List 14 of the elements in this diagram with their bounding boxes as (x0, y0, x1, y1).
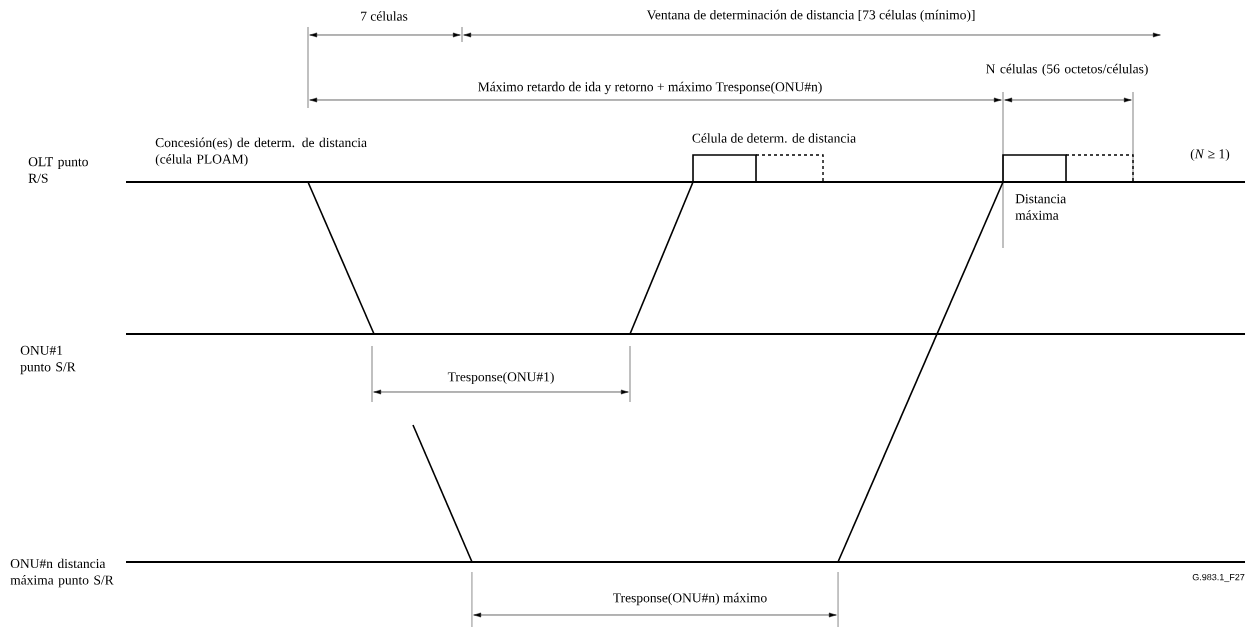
timeline-label: OLT punto R/S (28, 157, 88, 183)
signal-label: Célula de determ. de distancia (692, 133, 856, 143)
dimension-label: Tresponse(ONU#n) máximo (613, 592, 767, 606)
dimension-label: Ventana de determinación de distancia [73 células (mínimo)] (646, 9, 975, 23)
dimension-label: N células (56 octetos/células) (986, 63, 1148, 77)
condition-note: (N ≥ 1) (1190, 148, 1230, 162)
timeline-label: ONU#1 punto S/R (20, 345, 76, 375)
signal-label: Concesión(es) de determ. de distancia (célula PLOAM) (155, 137, 367, 167)
timeline-label: ONU#n distancia máxima punto S/R (10, 558, 114, 588)
dimension-label: Tresponse(ONU#1) (447, 371, 554, 385)
figure-id: G.983.1_F27 (1192, 573, 1245, 583)
dimension-label: Distancia máxima (1015, 194, 1066, 220)
dimension-label: Máximo retardo de ida y retorno + máximo Tresponse(ONU#n) (478, 81, 822, 95)
dimension-label: 7 células (361, 11, 408, 21)
